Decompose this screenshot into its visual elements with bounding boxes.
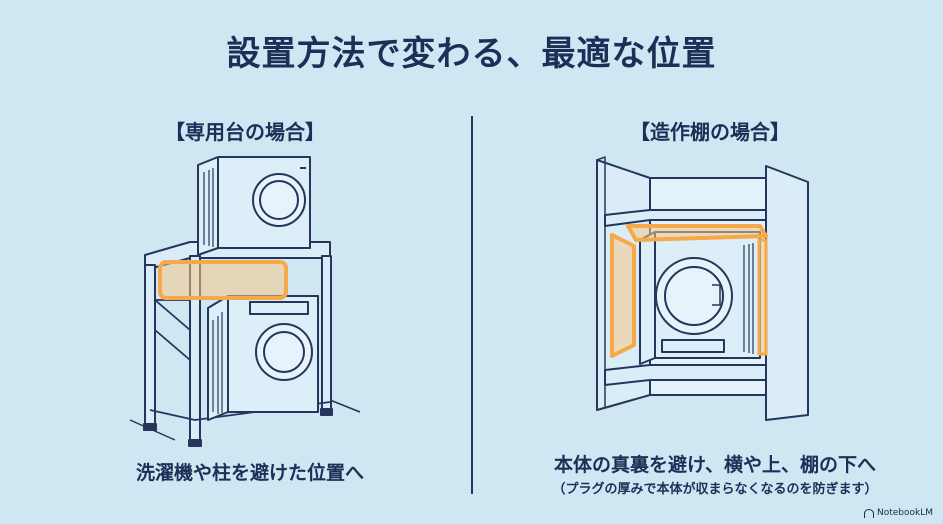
stand-leg-back-right [321, 255, 332, 412]
left-caption: 洗濯機や柱を避けた位置へ [135, 462, 364, 484]
built-in-dryer-handle [712, 284, 721, 306]
washer-vents [212, 312, 223, 414]
notebooklm-badge: NotebookLM [863, 508, 933, 518]
built-in-dryer-door-inner [664, 266, 724, 326]
built-in-dryer-base [661, 339, 725, 353]
right-note: （プラグの厚みで本体が収まらなくなるのを防ぎます） [552, 482, 878, 497]
page-title: 設置方法で変わる、最適な位置 [226, 34, 717, 74]
stand-foot [188, 439, 202, 447]
shelf-bottom [604, 364, 767, 386]
stand-foot [320, 408, 333, 416]
dedicated-stand-illustration [129, 156, 361, 447]
shelf-board [604, 209, 767, 227]
stand-brace [154, 299, 191, 361]
built-in-dryer-vents [743, 243, 754, 354]
dryer-door-inner [259, 180, 299, 220]
built-in-dryer-door [655, 257, 733, 335]
right-section-title: 【造作棚の場合】 [630, 120, 790, 144]
stand-leg-front-left [144, 264, 156, 426]
badge-label: NotebookLM [876, 508, 933, 518]
recommended-outlet-area-right [757, 238, 768, 356]
dryer-vents [203, 168, 214, 247]
washer-control-panel [249, 301, 309, 315]
center-divider [471, 116, 473, 494]
built-in-shelf-illustration [596, 156, 809, 421]
recommended-outlet-area-left [158, 260, 288, 300]
shelf-right-panel [765, 165, 809, 421]
stand-foot [143, 423, 157, 431]
recommended-outlet-area-top [626, 224, 768, 242]
notebooklm-logo-icon [863, 508, 874, 518]
washer-door-inner [263, 331, 305, 373]
recommended-outlet-area-side [610, 233, 636, 358]
left-section-title: 【専用台の場合】 [165, 120, 325, 144]
right-caption: 本体の真裏を避け、横や上、棚の下へ [553, 454, 877, 476]
